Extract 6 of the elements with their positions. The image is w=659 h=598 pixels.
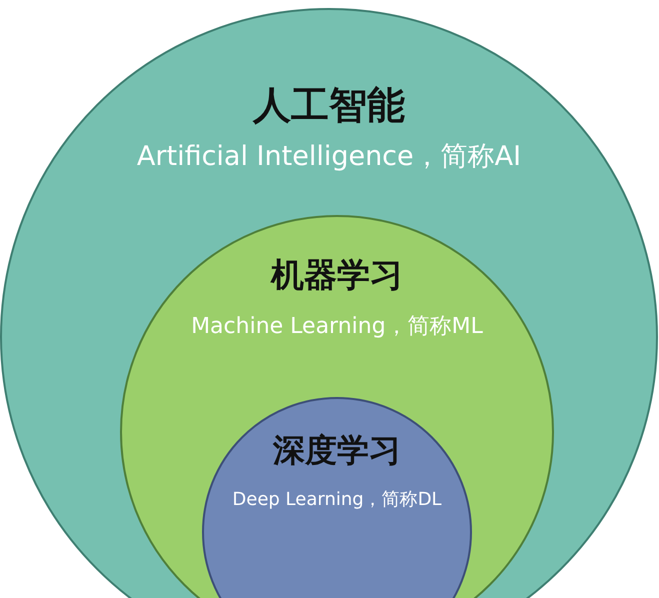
circle-title: 机器学习: [271, 254, 403, 296]
circle-title: 深度学习: [273, 430, 401, 471]
circle-subtitle: Machine Learning，简称ML: [191, 313, 483, 341]
circle-subtitle: Deep Learning，简称DL: [232, 488, 442, 511]
circle-title: 人工智能: [253, 82, 405, 129]
circle-subtitle: Artificial Intelligence，简称AI: [136, 140, 522, 174]
